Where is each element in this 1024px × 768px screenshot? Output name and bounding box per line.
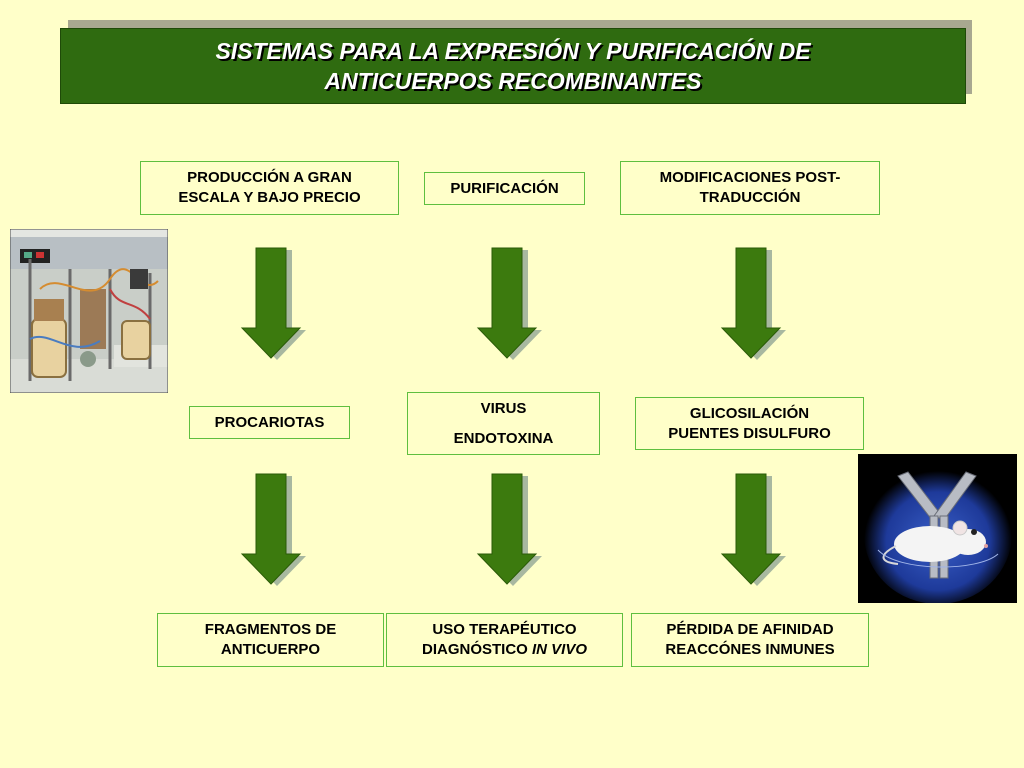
box-glicosilacion: GLICOSILACIÓN PUENTES DISULFURO xyxy=(635,397,864,450)
box-fragmentos: FRAGMENTOS DE ANTICUERPO xyxy=(157,613,384,667)
box-virus: VIRUS ENDOTOXINA xyxy=(407,392,600,455)
mouse-antibody-image xyxy=(858,454,1017,603)
box-uso-line-2: DIAGNÓSTICO IN VIVO xyxy=(422,640,587,660)
box-purificacion: PURIFICACIÓN xyxy=(424,172,585,205)
down-arrow-icon xyxy=(240,473,306,586)
title-line-2: ANTICUERPOS RECOMBINANTES xyxy=(324,68,702,94)
box-fragmentos-line-1: FRAGMENTOS DE xyxy=(204,621,337,638)
box-procariotas-line-1: PROCARIOTAS xyxy=(214,413,325,431)
down-arrow-icon xyxy=(476,473,542,586)
down-arrow-icon xyxy=(720,473,786,586)
box-glicosilacion-line-1: GLICOSILACIÓN xyxy=(689,404,810,422)
box-glicosilacion-line-2: PUENTES DISULFURO xyxy=(668,424,831,442)
box-produccion-line-1: PRODUCCIÓN A GRAN xyxy=(187,169,352,186)
box-procariotas: PROCARIOTAS xyxy=(189,406,350,439)
box-modificaciones-line-1: MODIFICACIONES POST- xyxy=(659,169,841,186)
box-produccion: PRODUCCIÓN A GRAN ESCALA Y BAJO PRECIO xyxy=(140,161,399,215)
title-line-1: SISTEMAS PARA LA EXPRESIÓN Y PURIFICACIÓ… xyxy=(215,38,811,64)
box-modificaciones-line-2: TRADUCCIÓN xyxy=(699,189,801,206)
box-uso-line-2-italic: IN VIVO xyxy=(532,641,588,658)
box-perdida: PÉRDIDA DE AFINIDAD REACCÓNES INMUNES xyxy=(631,613,869,667)
bioreactor-photo xyxy=(10,229,168,393)
mouse-icon xyxy=(882,520,988,565)
box-uso: USO TERAPÉUTICO DIAGNÓSTICO IN VIVO xyxy=(386,613,623,667)
box-fragmentos-line-2: ANTICUERPO xyxy=(220,641,321,658)
down-arrow-icon xyxy=(240,247,306,360)
box-purificacion-line-1: PURIFICACIÓN xyxy=(450,179,559,197)
box-uso-line-1: USO TERAPÉUTICO xyxy=(432,621,577,638)
box-perdida-line-2: REACCÓNES INMUNES xyxy=(665,641,835,658)
box-produccion-line-2: ESCALA Y BAJO PRECIO xyxy=(178,189,361,206)
box-virus-line-1: VIRUS xyxy=(480,399,527,417)
box-uso-line-2-text: DIAGNÓSTICO xyxy=(421,641,532,658)
down-arrow-icon xyxy=(476,247,542,360)
slide-title: SISTEMAS PARA LA EXPRESIÓN Y PURIFICACIÓ… xyxy=(60,28,966,104)
down-arrow-icon xyxy=(720,247,786,360)
box-modificaciones: MODIFICACIONES POST- TRADUCCIÓN xyxy=(620,161,880,215)
box-virus-line-2: ENDOTOXINA xyxy=(453,429,554,447)
box-perdida-line-1: PÉRDIDA DE AFINIDAD xyxy=(666,621,834,638)
